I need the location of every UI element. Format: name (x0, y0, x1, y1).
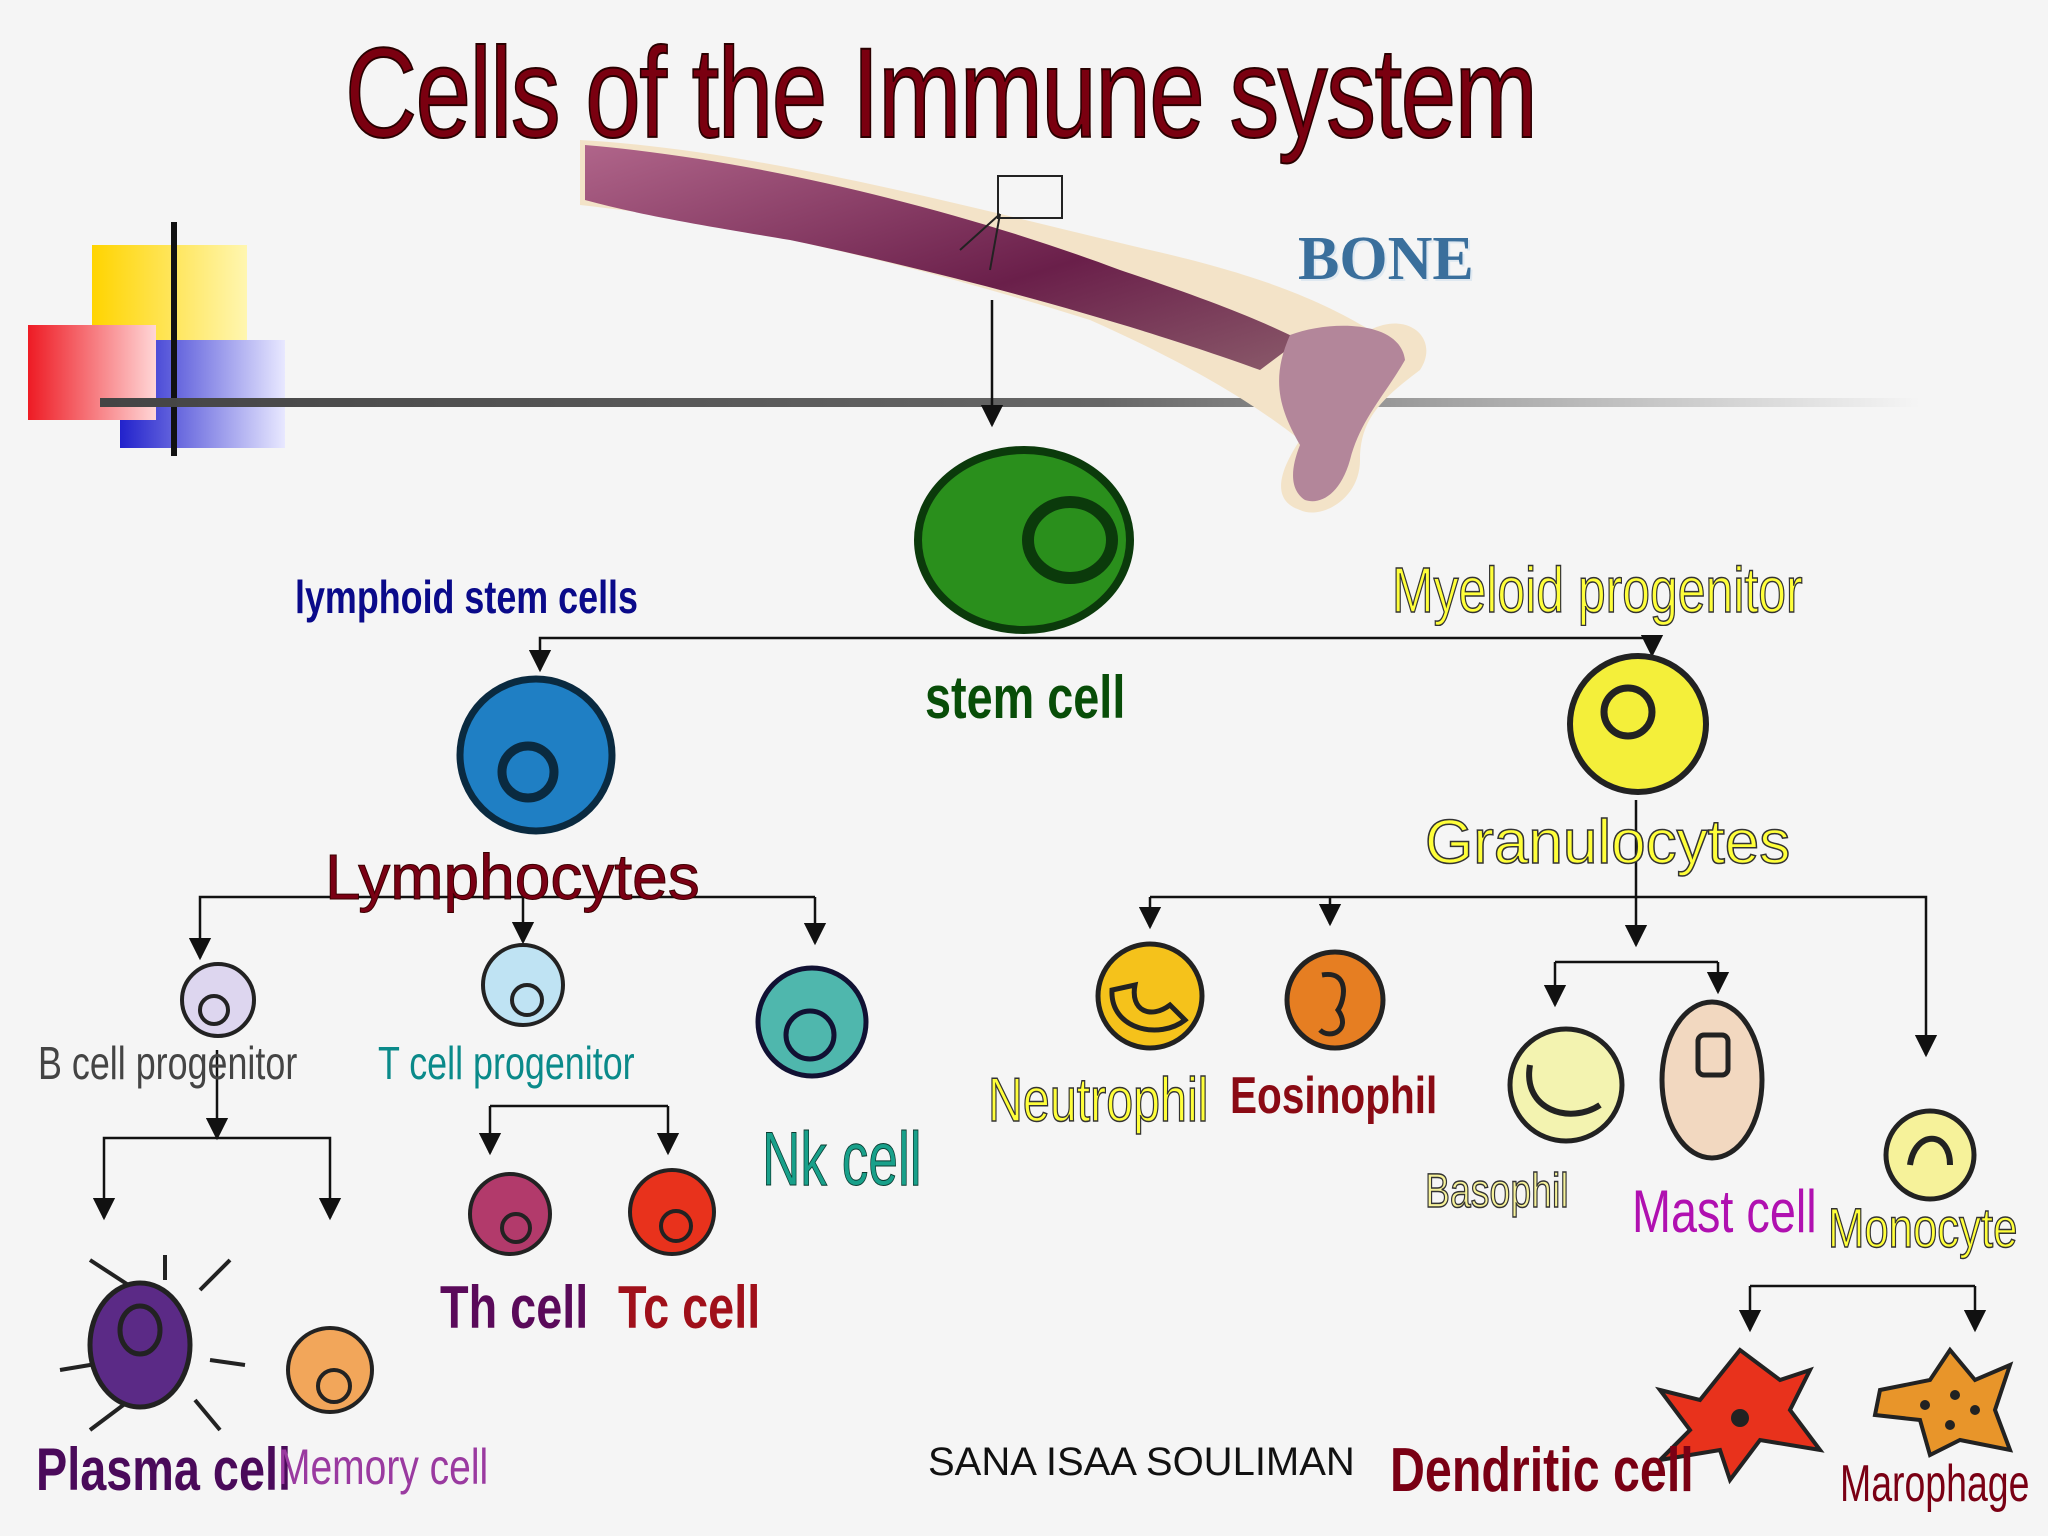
page-title: Cells of the Immune system (344, 22, 1538, 165)
plasma-cell-label: Plasma cell (36, 1436, 291, 1503)
author-footer: SANA ISAA SOULIMAN (928, 1440, 1355, 1484)
granulocytes-label: Granulocytes (1424, 808, 1791, 877)
neutrophil-label: Neutrophil (987, 1066, 1209, 1135)
bone-illustration (580, 140, 1427, 513)
eosinophil-cell (1284, 949, 1386, 1051)
eosinophil-label: Eosinophil (1230, 1067, 1438, 1125)
nk-cell-label: Nk cell (762, 1117, 922, 1202)
neutrophil-cell (1095, 941, 1205, 1051)
memory-cell-label: Memory cell (278, 1439, 489, 1495)
basophil-label: Basophil (1424, 1165, 1569, 1218)
b-cell-progenitor-label: B cell progenitor (38, 1037, 298, 1089)
t-cell-progenitor-cell (481, 943, 565, 1027)
tc-cell-label: Tc cell (618, 1274, 761, 1341)
connectors (92, 300, 1987, 1333)
bone-label: BONE (1298, 225, 1474, 293)
monocyte-label: Monocyte (1827, 1196, 2018, 1259)
th-cell (468, 1172, 552, 1256)
dendritic-cell-label: Dendritic cell (1390, 1436, 1694, 1505)
stem-cell (914, 446, 1134, 634)
memory-cell (286, 1326, 374, 1414)
lymphocyte-cell (456, 675, 616, 835)
dendritic-cell (1654, 1347, 1825, 1485)
basophil-cell (1507, 1026, 1625, 1144)
b-cell-progenitor-cell (180, 962, 256, 1038)
mast-cell-label: Mast cell (1632, 1178, 1817, 1245)
lymphoid-label: lymphoid stem cells (295, 571, 638, 623)
tc-cell (628, 1168, 716, 1256)
th-cell-label: Th cell (440, 1274, 589, 1341)
myeloid-label: Myeloid progenitor (1391, 554, 1803, 626)
plasma-cell (59, 1255, 246, 1432)
t-cell-progenitor-label: T cell progenitor (378, 1037, 635, 1089)
monocyte-cell (1883, 1108, 1977, 1202)
decor-squares (28, 222, 1920, 456)
stem-cell-label: stem cell (925, 664, 1126, 731)
macrophage-cell (1872, 1346, 2014, 1458)
mast-cell (1659, 999, 1765, 1161)
nk-cell (755, 965, 869, 1079)
macrophage-label: Marophage (1840, 1455, 2030, 1513)
myeloid-progenitor-cell (1567, 653, 1709, 795)
lymphocytes-label: Lymphocytes (325, 841, 701, 913)
